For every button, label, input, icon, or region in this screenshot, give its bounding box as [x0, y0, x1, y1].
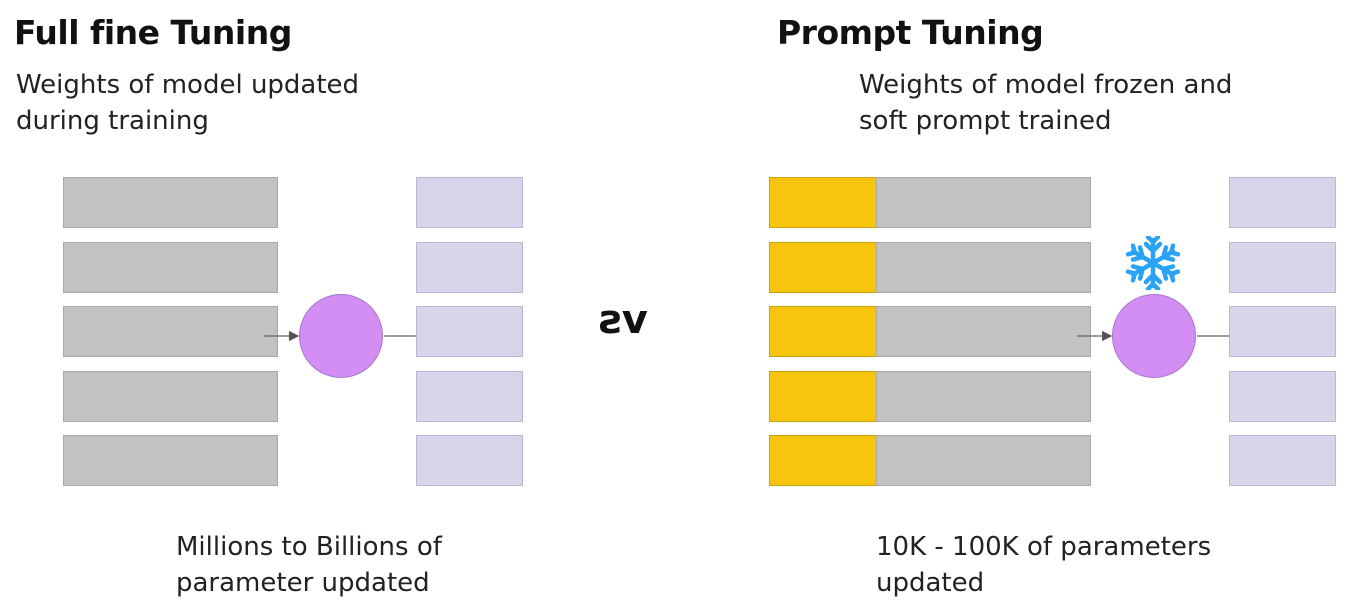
vs-label: vs — [598, 297, 648, 343]
prompt-output-layer-3 — [1229, 306, 1336, 357]
frozen-model-layer-5 — [876, 435, 1091, 486]
prompt-output-layer-1 — [1229, 177, 1336, 228]
full-fine-tuning-caption-line1: Millions to Billions of — [176, 532, 442, 562]
frozen-model-layer-2 — [876, 242, 1091, 293]
soft-prompt-block-4 — [769, 371, 877, 422]
prompt-output-layer-2 — [1229, 242, 1336, 293]
output-layer-2 — [416, 242, 523, 293]
prompt-tuning-caption-line2: updated — [876, 568, 985, 598]
full-fine-tuning-title: Full fine Tuning — [14, 13, 292, 52]
soft-prompt-block-3 — [769, 306, 877, 357]
output-layer-3 — [416, 306, 523, 357]
prompt-tuning-title: Prompt Tuning — [777, 13, 1044, 52]
soft-prompt-block-5 — [769, 435, 877, 486]
output-layer-4 — [416, 371, 523, 422]
vs-separator: vs — [598, 297, 648, 343]
full-fine-tuning-description-line2: during training — [16, 106, 209, 136]
model-layer-5 — [63, 435, 278, 486]
soft-prompt-block-2 — [769, 242, 877, 293]
output-layer-5 — [416, 435, 523, 486]
model-layer-3 — [63, 306, 278, 357]
frozen-model-layer-4 — [876, 371, 1091, 422]
frozen-model-layer-1 — [876, 177, 1091, 228]
frozen-model-node — [1112, 294, 1196, 378]
model-layer-2 — [63, 242, 278, 293]
soft-prompt-block-1 — [769, 177, 877, 228]
prompt-tuning-description-line1: Weights of model frozen and — [859, 70, 1233, 100]
prompt-tuning-caption-line1: 10K - 100K of parameters — [876, 532, 1212, 562]
full-fine-tuning-description-line1: Weights of model updated — [16, 70, 360, 100]
full-fine-tuning-caption-line2: parameter updated — [176, 568, 430, 598]
model-node — [299, 294, 383, 378]
snowflake-icon — [1126, 236, 1180, 290]
prompt-output-layer-5 — [1229, 435, 1336, 486]
prompt-output-layer-4 — [1229, 371, 1336, 422]
model-layer-1 — [63, 177, 278, 228]
prompt-tuning-description-line2: soft prompt trained — [859, 106, 1112, 136]
frozen-model-layer-3 — [876, 306, 1091, 357]
output-layer-1 — [416, 177, 523, 228]
model-layer-4 — [63, 371, 278, 422]
